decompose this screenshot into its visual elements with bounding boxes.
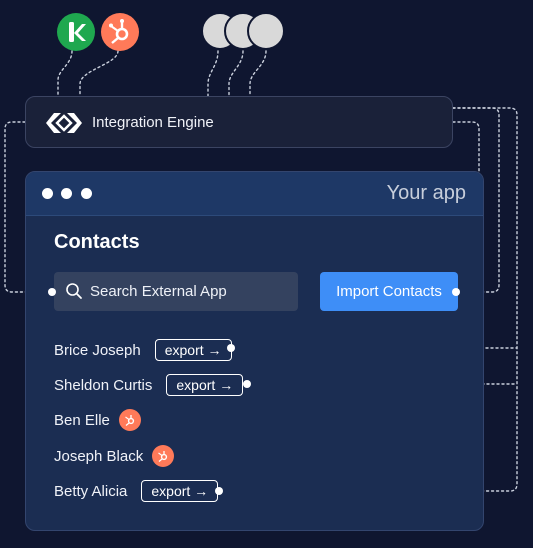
window-dot [61,188,72,199]
engine-logo-icon [46,113,82,133]
contact-name: Sheldon Curtis [54,376,153,394]
app-window: Your app Contacts Search External App Im… [25,171,484,531]
app-name: Your app [386,182,466,204]
contact-name: Brice Joseph [54,341,141,359]
connector-dot [243,380,251,388]
window-dot [42,188,53,199]
list-item: Betty Alicia export → [54,479,219,503]
window-dot [81,188,92,199]
window-titlebar: Your app [26,172,483,216]
connector-dot [48,288,56,296]
hubspot-logo [101,13,139,51]
hubspot-icon [152,445,175,467]
export-button[interactable]: export → [141,480,219,502]
hubspot-icon [118,409,141,431]
connector-dot [227,344,235,352]
export-button[interactable]: export → [154,339,232,361]
kustomer-logo [57,13,95,51]
contact-name: Ben Elle [54,411,110,429]
placeholder-app-icon [247,12,285,50]
list-item: Sheldon Curtis export → [54,373,244,397]
connector-dot [215,487,223,495]
search-placeholder: Search External App [90,283,227,300]
export-button[interactable]: export → [166,374,244,396]
list-item: Ben Elle [54,408,141,432]
search-input[interactable]: Search External App [54,272,298,311]
engine-label: Integration Engine [92,114,214,131]
import-contacts-button[interactable]: Import Contacts [320,272,458,311]
page-title: Contacts [54,231,140,253]
search-icon [66,283,82,299]
contact-name: Betty Alicia [54,482,128,500]
connector-dot [452,288,460,296]
list-item: Joseph Black [54,444,175,468]
integration-engine-bar: Integration Engine [25,96,453,148]
contact-name: Joseph Black [54,447,144,465]
list-item: Brice Joseph export → [54,338,232,362]
